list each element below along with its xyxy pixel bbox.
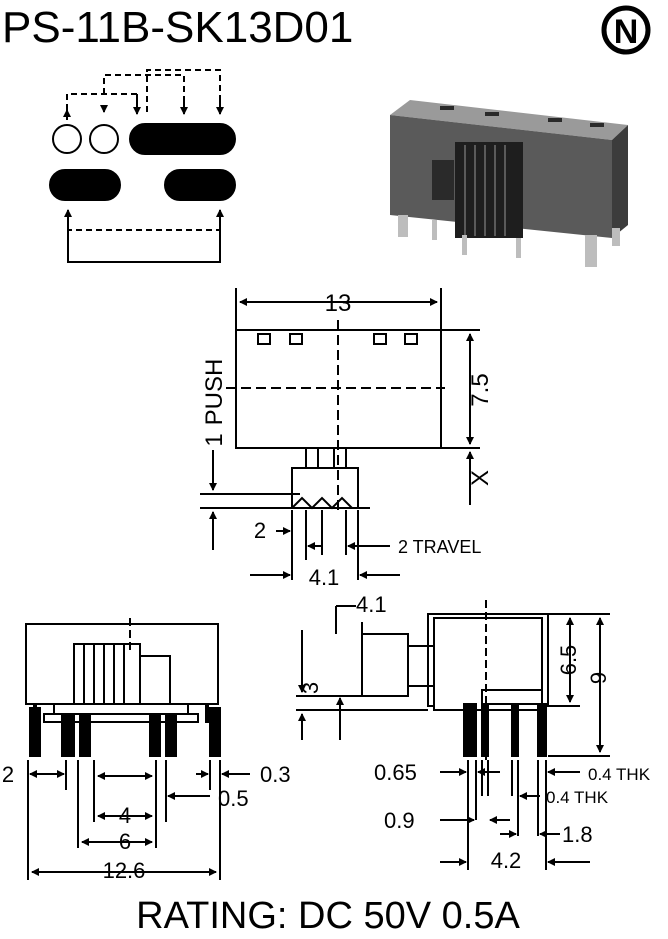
dim-0-3: 0.3: [260, 762, 291, 787]
part-number-title: PS-11B-SK13D01: [2, 3, 353, 52]
dim-x: X: [467, 470, 494, 486]
circuit-schematic: [49, 69, 236, 263]
actuator-stem: [305, 447, 347, 469]
dim-4-1-side: 4.1: [356, 592, 387, 617]
push-travel-1: 1: [201, 433, 228, 446]
dim-height-7-5: 7.5: [467, 373, 494, 406]
top-view-labels: 13 7.5 X PUSH 1 2 2 TRAVEL 4.1: [201, 290, 494, 590]
contact-bar-top: [129, 123, 236, 155]
travel-label: 2 TRAVEL: [398, 537, 481, 557]
contact-circle-2: [89, 124, 119, 154]
dim-0-5: 0.5: [218, 786, 249, 811]
front-view-labels: 2 0.3 0.5 4 6 12.6: [2, 762, 291, 883]
dim-12-6: 12.6: [103, 858, 146, 883]
push-label: PUSH: [201, 359, 228, 426]
brand-logo: N: [601, 5, 651, 55]
brand-logo-letter: N: [614, 13, 639, 51]
dim-9: 9: [586, 672, 611, 684]
top-view-drawing: [200, 288, 480, 580]
dim-2-front: 2: [2, 762, 14, 787]
contact-bar-bottom-right: [164, 169, 236, 201]
dim-0-65: 0.65: [374, 760, 417, 785]
rating-text: RATING: DC 50V 0.5A: [136, 895, 520, 937]
dim-0-9: 0.9: [384, 808, 415, 833]
contact-bar-bottom-left: [49, 169, 121, 201]
dim-1-8: 1.8: [562, 822, 593, 847]
dim-width-13: 13: [325, 290, 352, 317]
dim-6: 6: [119, 829, 131, 854]
product-photo: [390, 100, 628, 267]
front-view-drawing: [25, 618, 250, 880]
dim-6-5: 6.5: [556, 645, 581, 676]
dim-4-1: 4.1: [309, 565, 340, 590]
thickness-0-4-a: 0.4 THK: [588, 765, 651, 784]
thickness-0-4-b: 0.4 THK: [546, 788, 609, 807]
side-view-drawing: [296, 600, 610, 870]
dim-4-2: 4.2: [491, 848, 522, 873]
dim-2: 2: [254, 518, 266, 543]
dim-3: 3: [298, 682, 323, 694]
contact-circle-1: [52, 124, 82, 154]
dim-4: 4: [119, 803, 131, 828]
side-view-labels: 4.1 3 6.5 9 0.65 0.4 THK 0.4 THK 0.9 1.8…: [298, 592, 651, 873]
